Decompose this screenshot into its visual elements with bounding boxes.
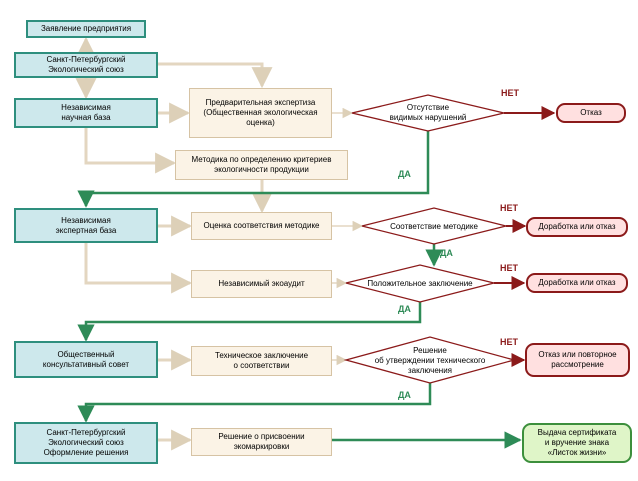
methodology-box: Методика по определению критериев эколог… [175, 150, 348, 180]
connector-scibase-to-methodology [84, 128, 177, 174]
decision-positive-conclusion-label: Положительное заключение [367, 279, 473, 288]
connector-union-to-prelim [158, 62, 273, 89]
certificate-label: Выдача сертификата и вручение знака «Лис… [537, 428, 617, 457]
compliance-eval-box: Оценка соответствия методике [191, 212, 332, 240]
decision-diamond-3 [345, 264, 495, 303]
no-label-4: НЕТ [500, 337, 518, 347]
rework-box-1: Доработка или отказ [526, 217, 628, 237]
decision-method-match-label: Соответствие методике [390, 222, 478, 231]
refusal-box: Отказ [556, 103, 626, 123]
spb-union-decision-label: Санкт-Петербургский Экологический союз О… [43, 428, 129, 457]
connector-yes-1 [77, 131, 430, 208]
certificate-box: Выдача сертификата и вручение знака «Лис… [522, 423, 632, 463]
yes-label-3: ДА [398, 304, 411, 314]
refusal-or-review-label: Отказ или повторное рассмотрение [538, 350, 617, 369]
application-label: Заявление предприятия [40, 24, 132, 33]
marking-decision-label: Решение о присвоении экомаркировки [218, 432, 305, 451]
tech-conclusion-label: Техническое заключение о соответствии [214, 351, 309, 370]
connector-yes-4 [77, 383, 432, 423]
marking-decision-box: Решение о присвоении экомаркировки [191, 428, 332, 456]
spb-union-decision-box: Санкт-Петербургский Экологический союз О… [14, 422, 158, 464]
eco-audit-box: Независимый экоаудит [191, 270, 332, 298]
refusal-label: Отказ [580, 108, 602, 117]
prelim-exam-label: Предварительная экспертиза (Общественная… [203, 98, 318, 127]
decision-diamond-1 [351, 94, 505, 132]
no-label-3: НЕТ [500, 263, 518, 273]
decision-approve-label: Решение об утверждении технического закл… [374, 346, 486, 375]
refusal-or-review-box: Отказ или повторное рассмотрение [525, 343, 630, 377]
methodology-label: Методика по определению критериев эколог… [191, 155, 332, 174]
tech-conclusion-box: Техническое заключение о соответствии [191, 346, 332, 376]
science-base-box: Независимая научная база [14, 98, 158, 128]
expert-base-label: Независимая экспертная база [55, 215, 117, 235]
rework-label-1: Доработка или отказ [538, 222, 616, 231]
prelim-exam-box: Предварительная экспертиза (Общественная… [189, 88, 332, 138]
expert-base-box: Независимая экспертная база [14, 208, 158, 243]
rework-label-2: Доработка или отказ [538, 278, 616, 287]
decision-diamond-2 [361, 207, 507, 245]
science-base-label: Независимая научная база [61, 103, 111, 122]
yes-label-4: ДА [398, 390, 411, 400]
eco-audit-label: Независимый экоаудит [218, 279, 305, 288]
no-label-2: НЕТ [500, 203, 518, 213]
connector-expertbase-to-audit [84, 243, 193, 294]
decision-no-violations-label: Отсутствие видимых нарушений [389, 103, 467, 122]
compliance-eval-label: Оценка соответствия методике [203, 221, 320, 230]
connector-yes-3 [77, 302, 422, 342]
council-box: Общественный консультативный совет [14, 341, 158, 378]
spb-union-box: Санкт-Петербургский Экологический союз [14, 52, 158, 78]
application-box: Заявление предприятия [26, 20, 146, 38]
no-label-1: НЕТ [501, 88, 519, 98]
rework-box-2: Доработка или отказ [526, 273, 628, 293]
council-label: Общественный консультативный совет [42, 349, 130, 369]
spb-union-label: Санкт-Петербургский Экологический союз [46, 55, 126, 74]
yes-label-1: ДА [398, 169, 411, 179]
yes-label-2: ДА [440, 248, 453, 258]
decision-diamond-4 [343, 336, 517, 384]
